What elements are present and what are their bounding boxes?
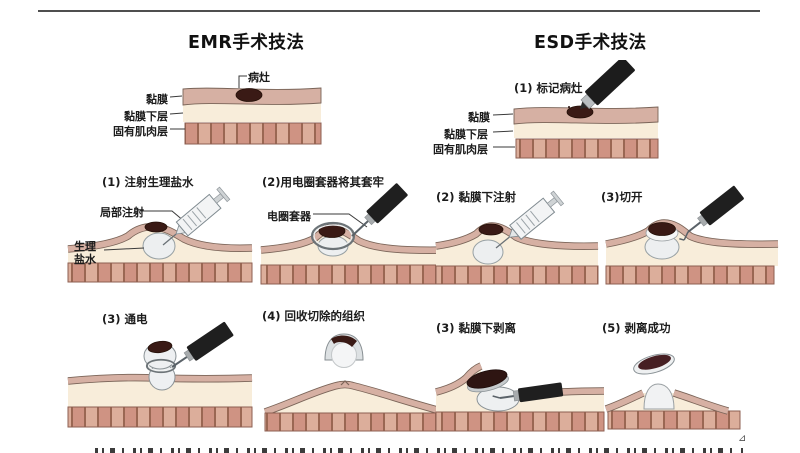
layer-label-submucosa: 黏膜下层 — [124, 110, 168, 123]
marker-pen-icon — [580, 60, 635, 110]
excised-tissue-ball — [331, 342, 357, 368]
layer-label-mucosa: 黏膜 — [468, 111, 490, 124]
muscularis-layer — [607, 410, 741, 430]
lesion — [648, 222, 676, 236]
leader-lines — [169, 75, 247, 130]
snare-loop — [310, 221, 356, 251]
saline-label: 生理盐水 — [74, 240, 96, 266]
resected-specimen — [633, 353, 675, 375]
panel-esd-step3: (3)切开 — [598, 172, 788, 290]
lesion — [331, 335, 357, 347]
emr-anatomy-illustration — [169, 75, 322, 145]
emr-step2-illustration — [260, 183, 450, 285]
layer-label-submucosa: 黏膜下层 — [444, 128, 488, 141]
muscularis-layer — [264, 412, 446, 432]
saline-bubble — [472, 239, 504, 265]
esd-step5-title: (5) 剥离成功 — [602, 321, 671, 335]
panel-emr-step1: (1) 注射生理盐水 局部注射 生理盐水 — [60, 170, 260, 292]
panel-esd-step2: (2) 黏膜下注射 — [430, 172, 605, 290]
mucosa-right — [673, 390, 729, 414]
panel-esd-step5: (5) 剥离成功 — [600, 308, 790, 433]
emr-step3-illustration — [67, 321, 253, 428]
esd-step1-title: (1) 标记病灶 — [514, 81, 583, 95]
scar-notch — [340, 380, 350, 386]
muscularis-layer — [435, 411, 605, 432]
submucosa-layer — [183, 103, 321, 122]
layer-label-muscularis: 固有肌肉层 — [433, 143, 488, 156]
lesion — [235, 88, 263, 102]
lesion-label: 病灶 — [248, 71, 270, 84]
muscularis-layer — [67, 406, 253, 428]
muscularis-layer — [184, 122, 322, 145]
layer-label-mucosa: 黏膜 — [146, 93, 168, 106]
submucosa-layer — [68, 377, 252, 407]
muscularis-layer — [515, 138, 659, 159]
mucosa-left — [605, 390, 645, 412]
esd-step3-illustration — [605, 185, 779, 285]
lesion — [147, 340, 173, 354]
emr-step4-title: (4) 回收切除的组织 — [262, 309, 366, 323]
leader-lines — [492, 113, 515, 148]
syringe-icon — [495, 190, 565, 249]
esd-anatomy-illustration — [492, 60, 659, 159]
muscularis-layer — [435, 265, 599, 285]
defect-dome — [643, 383, 675, 410]
top-rule — [38, 10, 760, 12]
panel-emr-step2: (2)用电圈套器将其套牢 电圈套器 — [255, 170, 455, 292]
injection-site-label: 局部注射 — [100, 206, 144, 219]
corner-mark: ⊿ — [738, 433, 747, 444]
panel-emr-step3: (3) 通电 — [60, 305, 260, 433]
esd-step2-title: (2) 黏膜下注射 — [436, 190, 517, 204]
electro-knife-icon — [679, 185, 744, 241]
panel-emr-anatomy: 病灶 黏膜 黏膜下层 固有肌肉层 — [95, 66, 330, 161]
esd-column-title: ESD手术技法 — [534, 33, 647, 53]
lesion — [566, 105, 594, 119]
lesion — [144, 221, 168, 233]
cropped-text-strip — [95, 448, 743, 453]
snare-instrument-icon — [351, 183, 408, 237]
submucosa-mound — [261, 229, 449, 265]
panel-esd-step4: (3) 黏膜下剥离 — [430, 308, 610, 433]
mucosa-flap-left — [435, 363, 483, 395]
esd-step4-title: (3) 黏膜下剥离 — [436, 321, 517, 335]
lesion-flap — [466, 369, 508, 389]
emr-step1-title: (1) 注射生理盐水 — [102, 175, 194, 189]
electro-knife-icon — [492, 382, 564, 403]
emr-step3-title: (3) 通电 — [102, 312, 148, 326]
saline-bubble — [317, 235, 349, 257]
esd-step2-illustration — [435, 190, 599, 285]
muscularis-layer — [260, 264, 450, 285]
emr-column-title: EMR手术技法 — [188, 33, 305, 53]
emr-step4-illustration — [263, 333, 446, 432]
emr-step2-title: (2)用电圈套器将其套牢 — [262, 175, 385, 189]
leader-line — [313, 213, 368, 228]
muscularis-layer — [605, 265, 775, 285]
lesion — [478, 223, 504, 236]
panel-emr-step4: (4) 回收切除的组织 — [255, 305, 455, 433]
snare-instrument-icon — [171, 321, 234, 368]
muscularis-layer — [67, 262, 253, 283]
esd-step3-title: (3)切开 — [601, 190, 643, 204]
esd-step5-illustration — [604, 353, 741, 430]
emr-step1-illustration — [67, 186, 253, 283]
panel-esd-anatomy: (1) 标记病灶 黏膜 黏膜下层 固有肌肉层 — [430, 60, 680, 160]
layer-label-muscularis: 固有肌肉层 — [113, 125, 168, 138]
esd-step4-illustration — [435, 362, 605, 432]
snare-label: 电圈套器 — [267, 210, 311, 223]
submucosa-hill — [265, 384, 445, 413]
syringe-icon — [162, 186, 231, 246]
submucosa-layer — [514, 122, 658, 138]
mucosa-layer — [264, 381, 446, 415]
saline-bubble — [142, 232, 176, 260]
